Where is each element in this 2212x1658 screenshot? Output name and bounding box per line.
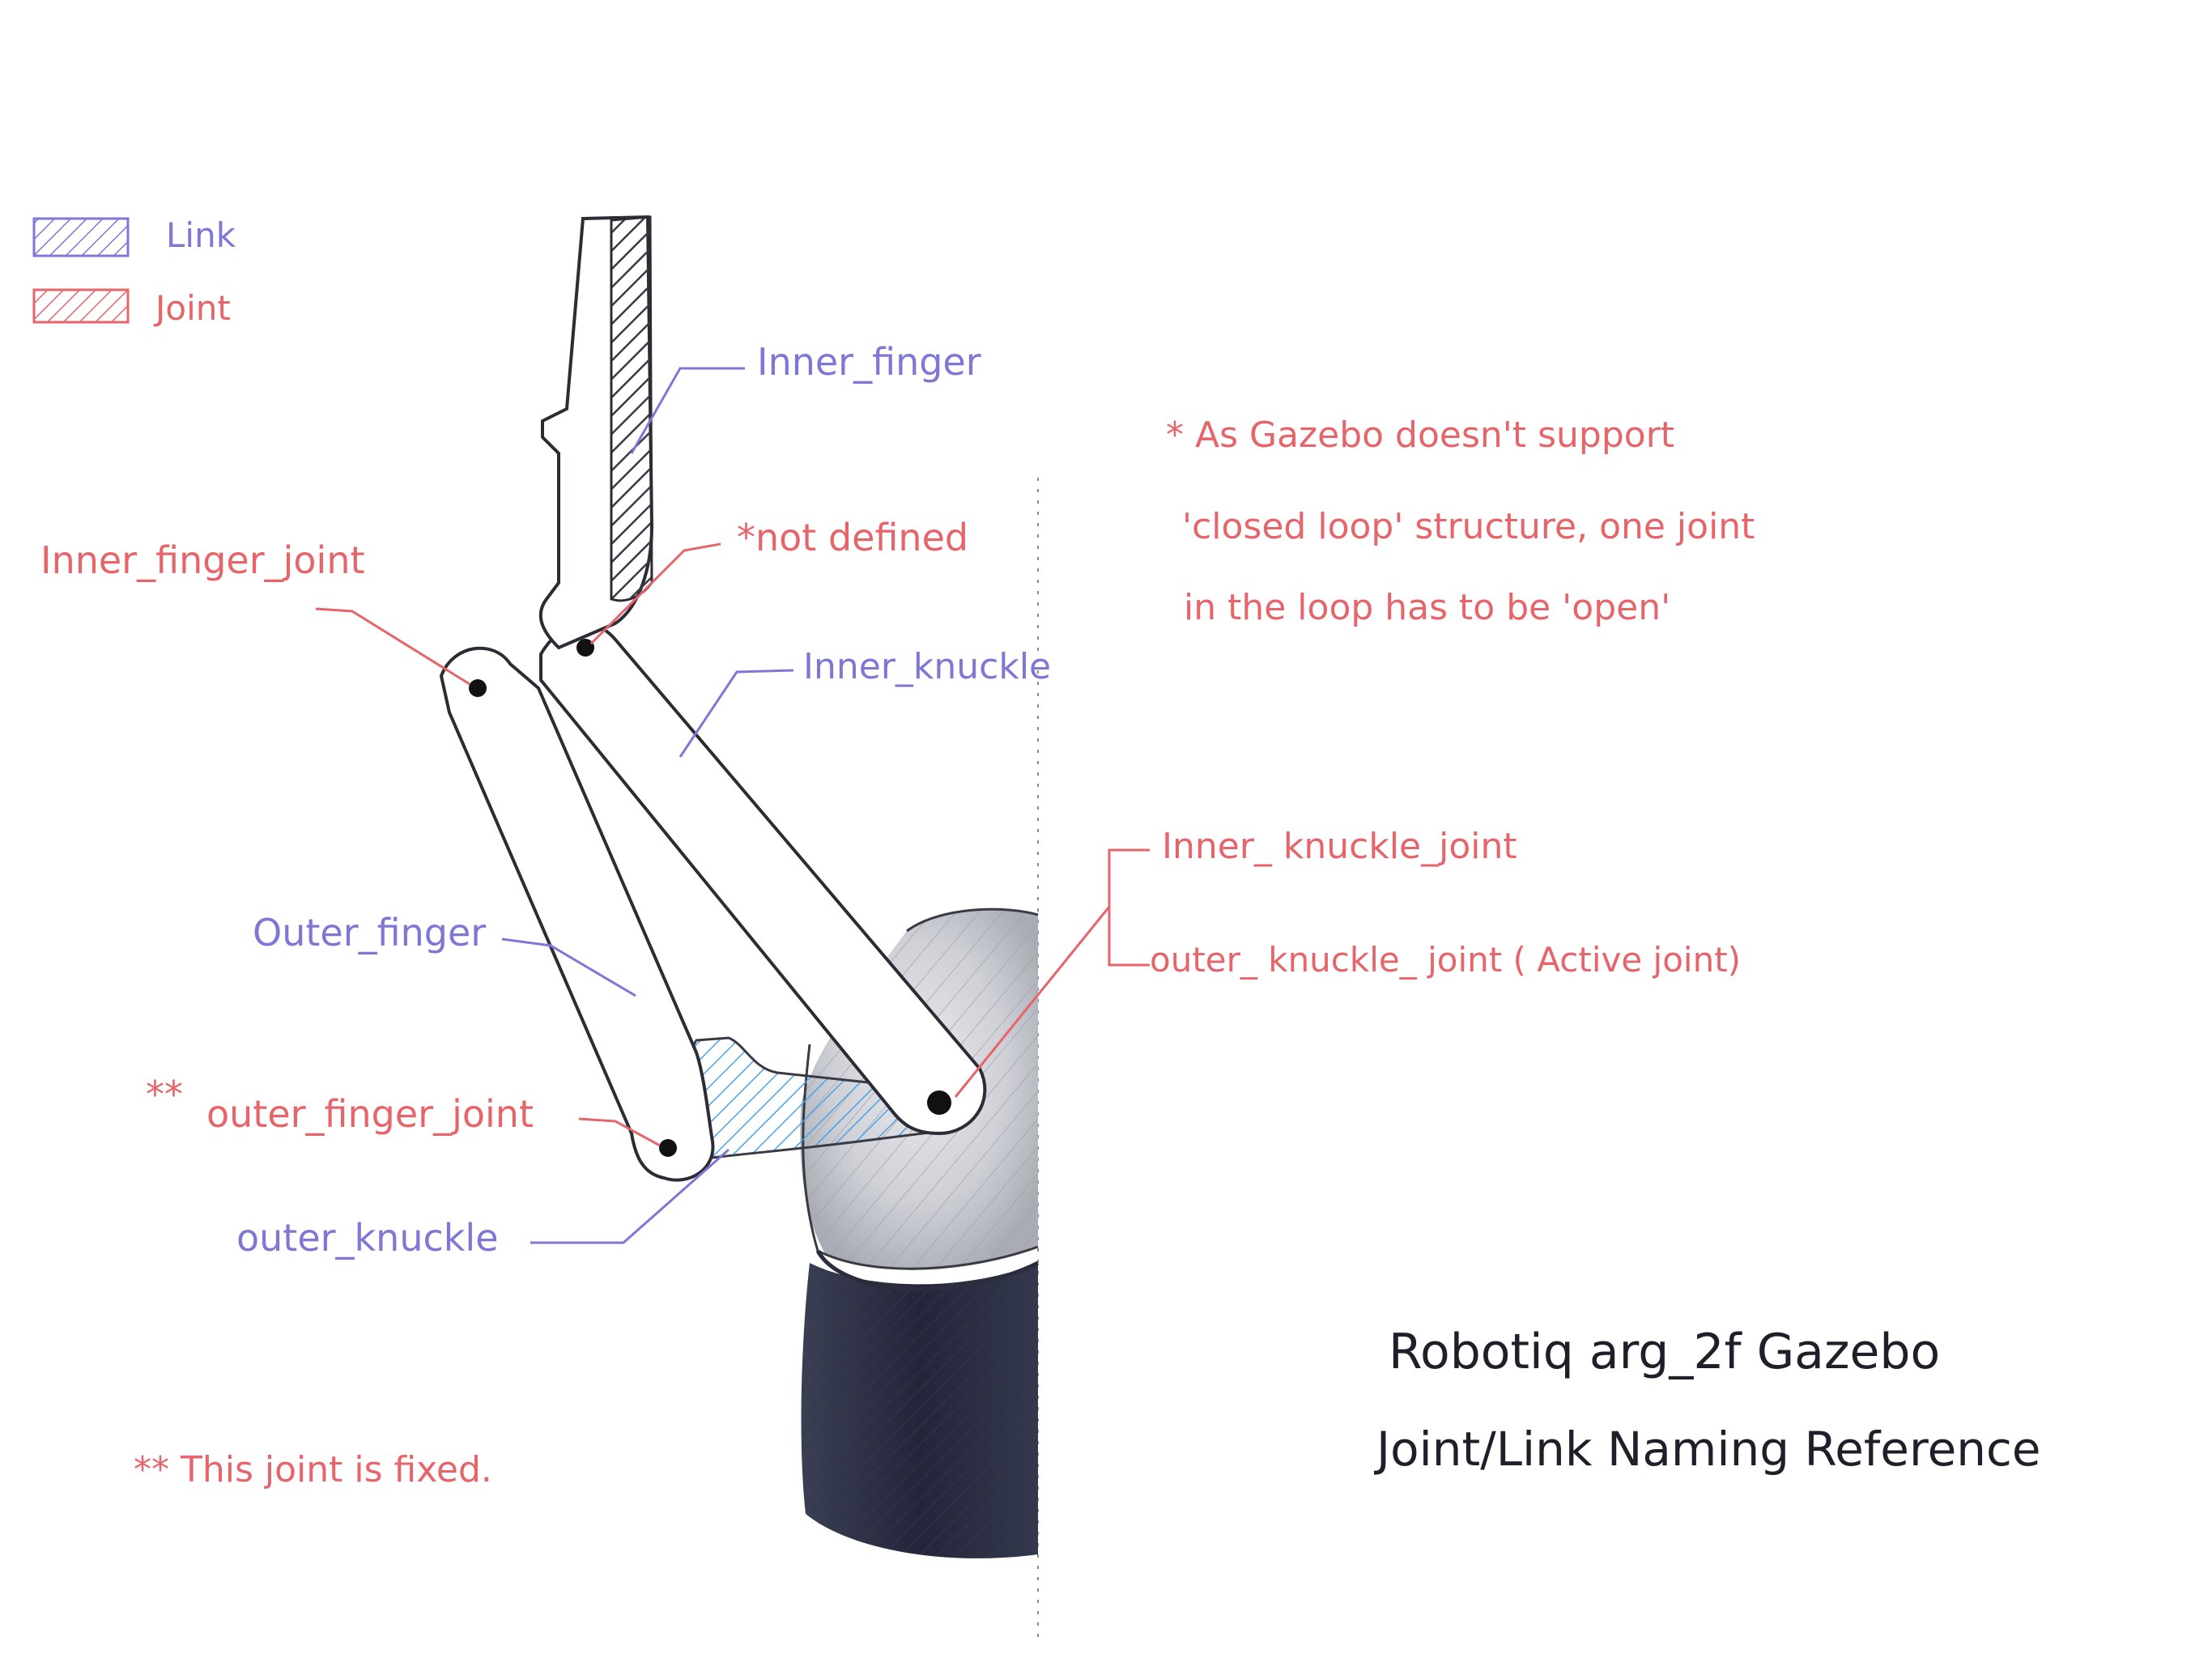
legend-joint-swatch — [34, 290, 128, 322]
note-fixed-joint: ** This joint is fixed. — [134, 1449, 492, 1490]
base-dark-body-hatch — [802, 1263, 1038, 1558]
legend-joint-label: Joint — [153, 288, 231, 328]
label-outer-knuckle: outer_knuckle — [236, 1216, 499, 1260]
inner-finger-link — [541, 217, 652, 648]
closed-loop-note: * As Gazebo doesn't support 'closed loop… — [1166, 414, 1755, 628]
label-outer-finger-joint-marker: ** — [146, 1073, 183, 1116]
label-outer-finger-joint: outer_finger_joint — [206, 1092, 534, 1136]
note-loop-line3: in the loop has to be 'open' — [1184, 587, 1670, 628]
inner-knuckle-joint-dot — [927, 1090, 951, 1115]
title-line2: Joint/Link Naming Reference — [1374, 1422, 2041, 1477]
note-loop-line2: 'closed loop' structure, one joint — [1182, 506, 1755, 547]
title-line1: Robotiq arg_2f Gazebo — [1389, 1324, 1940, 1380]
label-inner-finger: Inner_finger — [757, 340, 981, 384]
label-inner-finger-joint: Inner_finger_joint — [40, 538, 365, 582]
inner-finger-pad — [611, 217, 652, 601]
diagram-title: Robotiq arg_2f Gazebo Joint/Link Naming … — [1374, 1324, 2041, 1477]
label-outer-finger: Outer_finger — [253, 911, 486, 954]
legend-link-label: Link — [166, 215, 236, 255]
label-outer-knuckle-joint: outer_ knuckle_ joint ( Active joint) — [1150, 940, 1741, 980]
label-inner-knuckle: Inner_knuckle — [803, 646, 1051, 687]
note-loop-line1: * As Gazebo doesn't support — [1166, 414, 1674, 456]
outer-finger-joint-dot — [659, 1139, 677, 1157]
legend: Link Joint — [34, 215, 236, 328]
inner-finger-joint-dot — [469, 679, 487, 697]
label-not-defined: *not defined — [737, 516, 968, 559]
legend-link-swatch — [34, 219, 128, 256]
label-inner-knuckle-joint: Inner_ knuckle_joint — [1162, 826, 1517, 867]
